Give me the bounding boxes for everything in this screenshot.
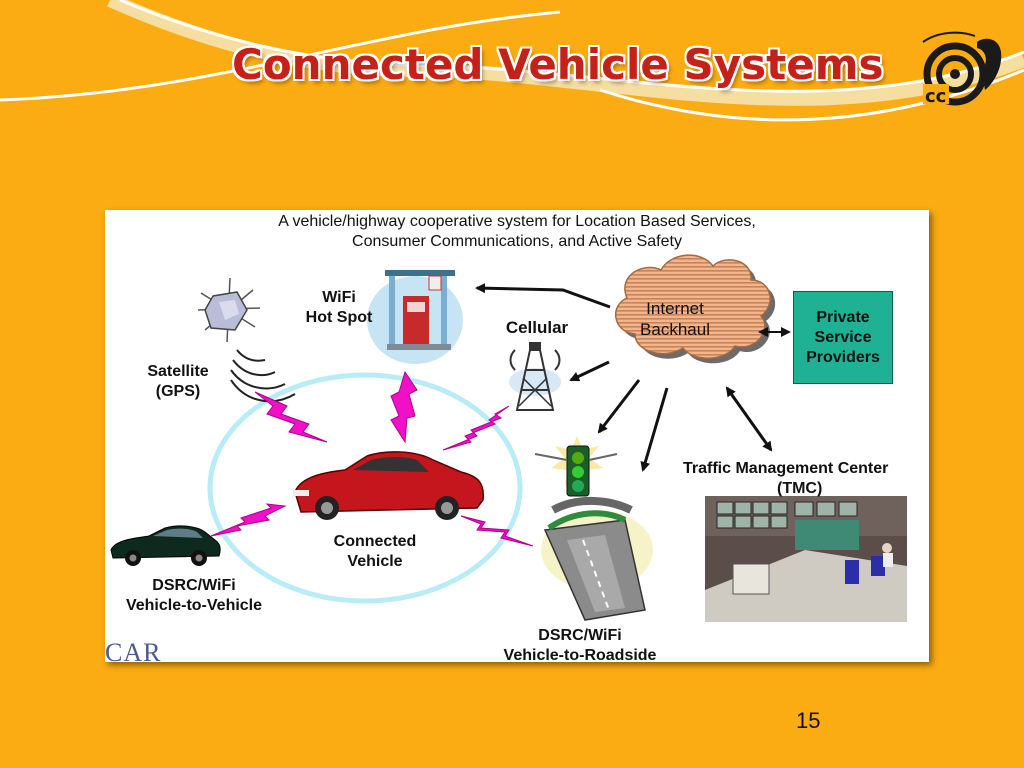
- arrow-to-roadside: [640, 387, 669, 472]
- diagram-heading-line2: Consumer Communications, and Active Safe…: [352, 233, 682, 250]
- roadside-highway-icon: [541, 497, 653, 621]
- arrow-to-cellular: [569, 360, 610, 382]
- satellite-label: Satellite (GPS): [147, 363, 209, 400]
- car-logo: CAR: [105, 638, 162, 662]
- page-number: 15: [796, 708, 821, 733]
- slide-title: Connected Vehicle Systems: [232, 40, 884, 89]
- tmc-label: Traffic Management Center (TMC): [683, 460, 889, 497]
- arrow-to-tmc: [725, 386, 773, 452]
- tmc-control-room-image: [705, 496, 907, 622]
- connected-vehicle-label: Connected Vehicle: [333, 533, 417, 570]
- wifi-hotspot-label: WiFi Hot Spot: [305, 289, 373, 326]
- lightning-wifi-icon: [390, 370, 418, 444]
- svg-text:cc: cc: [925, 86, 946, 107]
- cellular-tower-icon: [509, 342, 561, 411]
- satellite-signal-icon: [230, 349, 296, 403]
- v2r-label: DSRC/WiFi Vehicle-to-Roadside: [503, 627, 657, 662]
- organization-logo-icon: cc: [922, 31, 1002, 107]
- v2v-label: DSRC/WiFi Vehicle-to-Vehicle: [125, 577, 263, 614]
- header-swoosh: [0, 0, 1024, 122]
- coverage-ellipse: [207, 372, 523, 604]
- satellite-icon: [197, 277, 261, 343]
- lightning-v2v-icon: [210, 503, 287, 537]
- wifi-hotspot-icon: [367, 270, 463, 364]
- private-service-providers-box: Private Service Providers: [793, 291, 893, 384]
- connected-vehicle-icon: [293, 451, 485, 520]
- lightning-satellite-icon: [254, 391, 328, 443]
- traffic-light-icon: [534, 436, 618, 497]
- internet-cloud-icon: [614, 254, 776, 364]
- diagram-graphics: [110, 254, 907, 622]
- lightning-cellular-icon: [442, 405, 510, 451]
- vehicle-to-vehicle-car-icon: [110, 525, 221, 566]
- diagram-panel: A vehicle/highway cooperative system for…: [105, 210, 929, 662]
- arrow-to-wifi: [475, 283, 611, 309]
- cellular-label: Cellular: [505, 318, 569, 337]
- arrow-to-traffic-light: [597, 379, 641, 434]
- internet-backhaul-label: Internet Backhaul: [640, 299, 710, 339]
- lightning-v2r-icon: [460, 515, 534, 547]
- diagram-heading-line1: A vehicle/highway cooperative system for…: [278, 213, 756, 230]
